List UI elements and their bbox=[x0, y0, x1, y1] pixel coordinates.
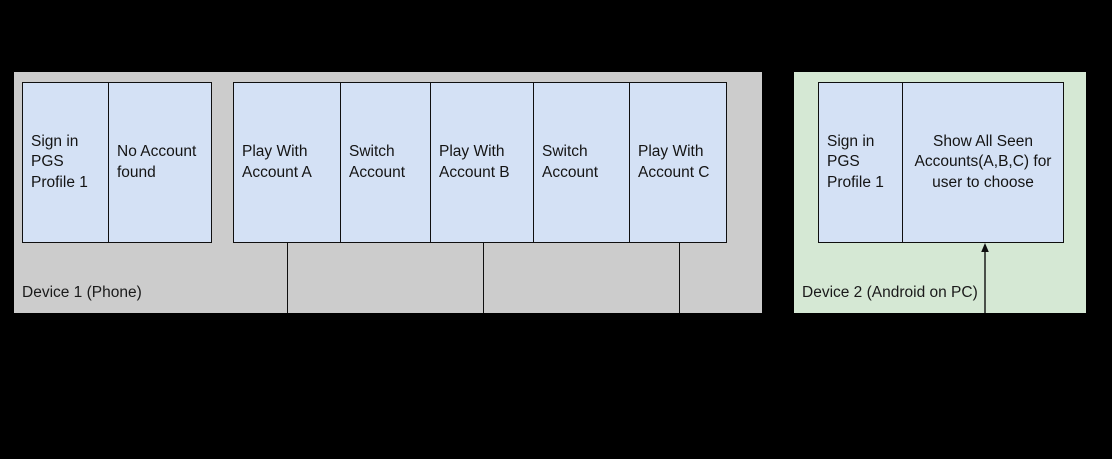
box-no-account-found[interactable]: No Account found bbox=[109, 83, 211, 242]
lifeline-divider-2 bbox=[483, 243, 484, 313]
box-sign-in-pgs-profile-1[interactable]: Sign in PGS Profile 1 bbox=[23, 83, 109, 242]
device-2-label: Device 2 (Android on PC) bbox=[802, 284, 978, 302]
box-play-with-account-c[interactable]: Play With Account C bbox=[630, 83, 726, 242]
lifeline-divider-1 bbox=[287, 243, 288, 313]
box-play-with-account-a[interactable]: Play With Account A bbox=[234, 83, 341, 242]
box-show-all-seen-accounts[interactable]: Show All Seen Accounts(A,B,C) for user t… bbox=[903, 83, 1063, 242]
lifeline-divider-3 bbox=[679, 243, 680, 313]
box-play-with-account-b[interactable]: Play With Account B bbox=[431, 83, 534, 242]
box-switch-account-2[interactable]: Switch Account bbox=[534, 83, 630, 242]
device-1-label: Device 1 (Phone) bbox=[22, 284, 142, 302]
device-1-accounts-group: Play With Account A Switch Account Play … bbox=[233, 82, 727, 243]
arrow-up-icon bbox=[981, 243, 989, 313]
device-2-main-group: Sign in PGS Profile 1 Show All Seen Acco… bbox=[818, 82, 1064, 243]
box-device-2-sign-in-pgs-profile-1[interactable]: Sign in PGS Profile 1 bbox=[819, 83, 903, 242]
device-1-signin-group: Sign in PGS Profile 1 No Account found bbox=[22, 82, 212, 243]
box-switch-account-1[interactable]: Switch Account bbox=[341, 83, 431, 242]
